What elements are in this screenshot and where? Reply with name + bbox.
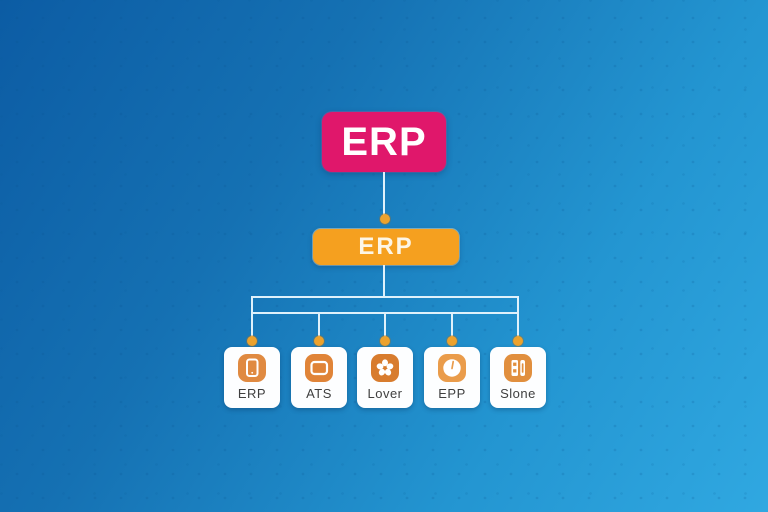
card-icon — [305, 354, 333, 382]
connector-drop — [384, 312, 386, 338]
clock-icon — [438, 354, 466, 382]
child-node-slone: Slone — [490, 347, 546, 408]
child-node-lover: Lover — [357, 347, 413, 408]
pinwheel-icon — [371, 354, 399, 382]
connector-dot — [380, 336, 390, 346]
child-node-epp: EPP — [424, 347, 480, 408]
child-node-label: Lover — [367, 386, 403, 401]
child-node-label: Slone — [500, 386, 536, 401]
connector-drop — [451, 312, 453, 338]
root-node-erp: ERP — [322, 112, 446, 172]
child-node-label: EPP — [438, 386, 466, 401]
connector-dot — [247, 336, 257, 346]
connector-drop — [517, 312, 519, 338]
smartphone-icon — [238, 354, 266, 382]
mid-node-label: ERP — [358, 233, 414, 260]
connector-dot — [380, 214, 390, 224]
root-node-label: ERP — [341, 119, 427, 164]
ledger-icon — [504, 354, 532, 382]
connector-dot — [314, 336, 324, 346]
child-node-label: ATS — [306, 386, 332, 401]
child-node-label: ERP — [237, 386, 267, 401]
connector-dot — [447, 336, 457, 346]
connector-root-to-mid — [383, 172, 385, 215]
child-node-erp: ERP — [224, 347, 280, 408]
connector-mid-to-bus — [383, 265, 385, 297]
connector-drop — [318, 312, 320, 338]
connector-drop — [251, 312, 253, 338]
child-node-ats: ATS — [291, 347, 347, 408]
mid-node-erp: ERP — [313, 229, 459, 265]
connector-dot — [513, 336, 523, 346]
